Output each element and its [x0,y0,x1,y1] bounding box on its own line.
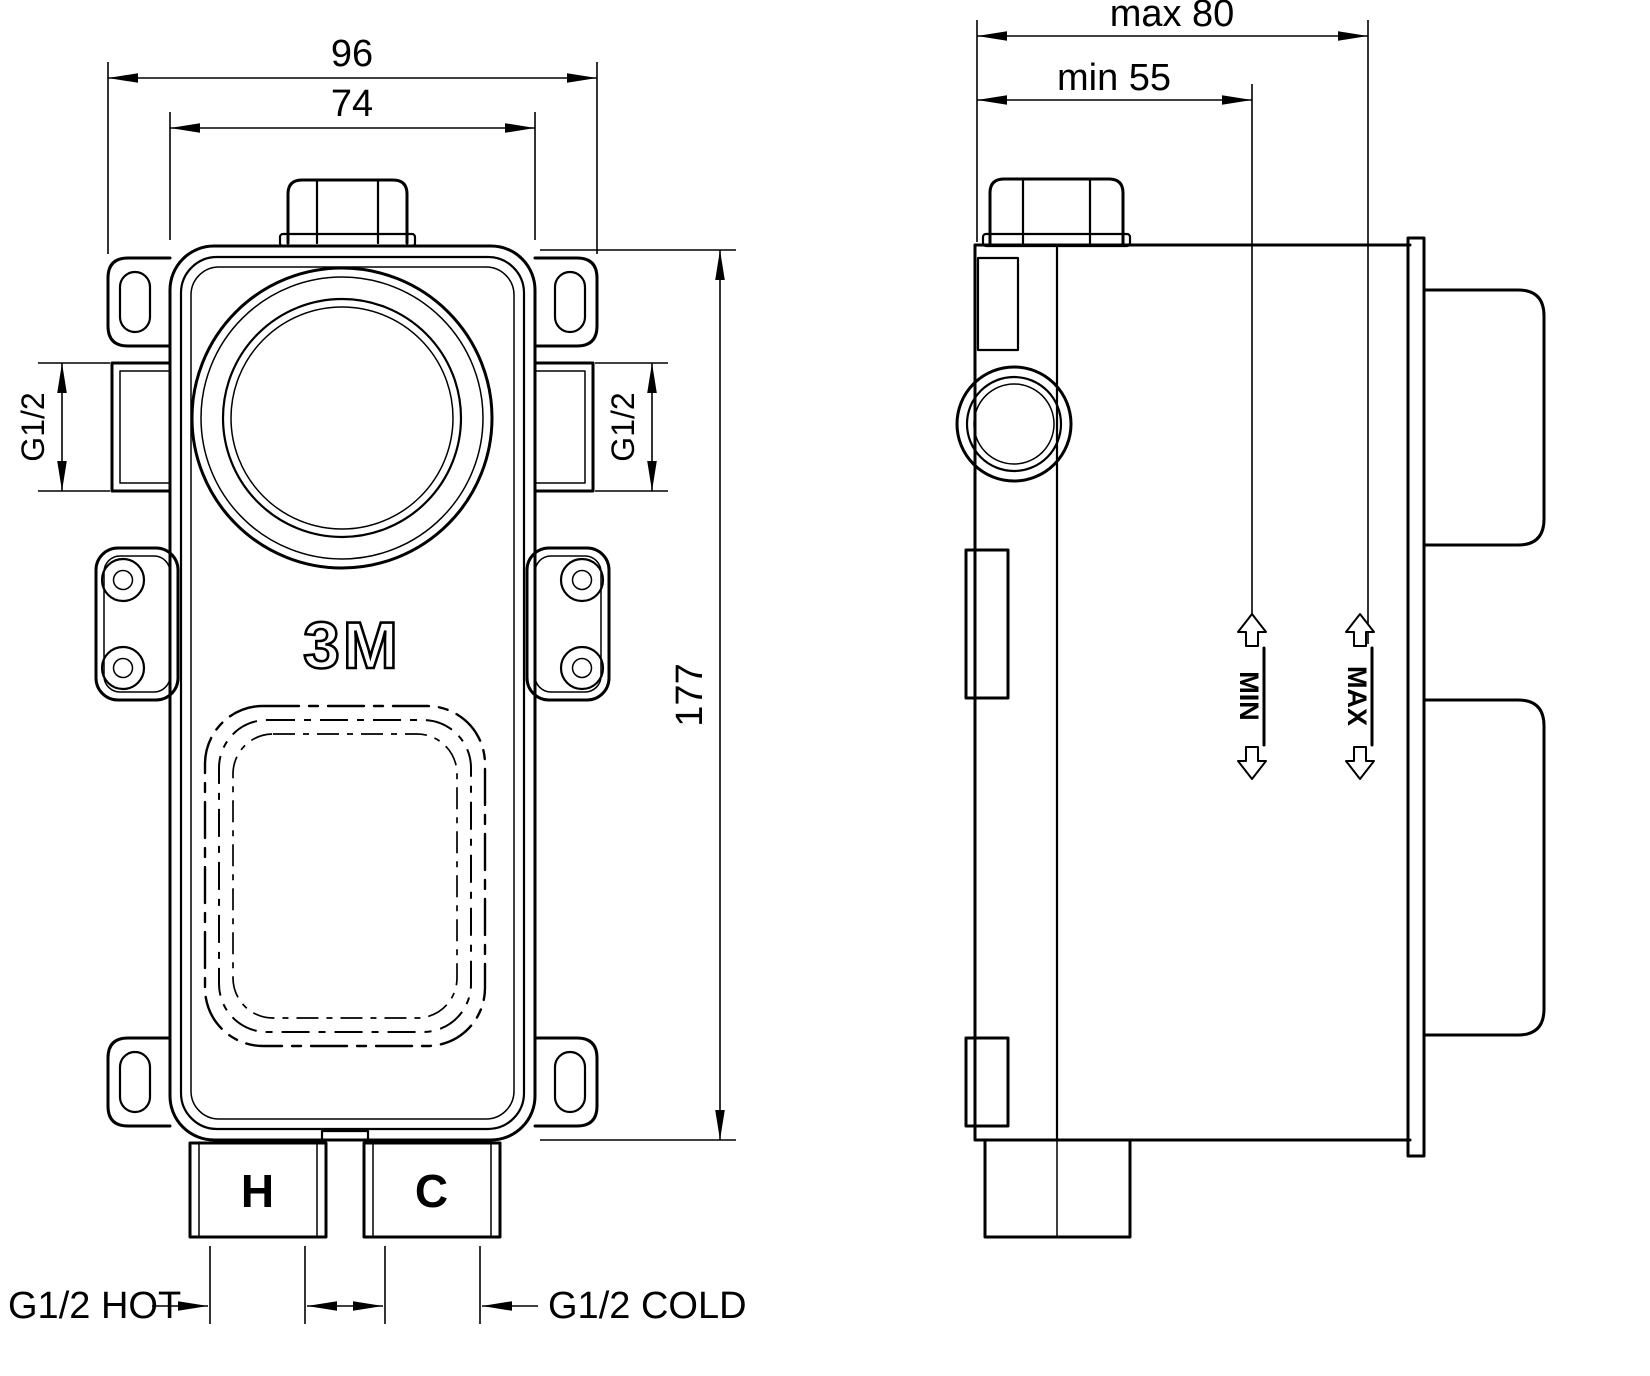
cold-port-label: C [415,1165,449,1217]
mounting-bracket-left [94,546,180,702]
dim-height-177: 177 [540,249,736,1141]
min-marker-label: MIN [1234,671,1264,721]
rear-boss-lower [1422,698,1546,1037]
dim-hot-thread: G1/2 HOT [8,1246,345,1327]
dim-width-96: 96 [107,33,598,254]
mounting-ear-bottom-left [106,1036,172,1128]
cold-thread-label: G1/2 COLD [548,1285,747,1327]
min-depth-marker: MIN [1234,613,1267,780]
dim-g12-left-label: G1/2 [15,392,51,461]
dim-g12-left: G1/2 [15,362,110,492]
brand-text: 3M [303,608,401,682]
function-block-outline [203,704,487,1048]
cold-inlet-port: C [362,1141,502,1239]
valve-body-side [955,243,1412,1142]
side-port-left [110,361,172,493]
mounting-bracket-right [525,546,611,702]
back-plate [1406,236,1426,1158]
hex-nut-side [981,177,1132,248]
side-port-right [533,361,595,493]
dim-depth-max-label: max 80 [1110,0,1235,35]
hot-inlet-port: H [188,1141,328,1239]
side-view: max 80 min 55 MIN MAX [955,0,1546,1239]
hex-nut-front [278,178,417,248]
dim-depth-min: min 55 [977,57,1253,644]
dim-g12-right: G1/2 [595,362,668,492]
mounting-ear-bottom-right [533,1036,599,1128]
dim-g12-right-label: G1/2 [605,392,641,461]
max-arrow-up-icon [1345,613,1375,647]
front-view: 3M H C 96 74 [8,33,747,1327]
mounting-ear-top-left [106,256,172,348]
max-arrow-down-icon [1345,746,1375,780]
min-arrow-up-icon [1237,613,1267,647]
max-depth-marker: MAX [1342,613,1375,780]
hot-thread-label: G1/2 HOT [8,1285,181,1327]
hot-port-label: H [241,1165,275,1217]
mounting-ear-top-right [533,256,599,348]
control-opening-circle [190,266,494,570]
max-marker-label: MAX [1342,666,1372,726]
rear-boss-upper [1422,288,1546,547]
dim-height-177-label: 177 [669,663,711,726]
dim-width-74: 74 [169,83,536,240]
dim-width-74-label: 74 [331,83,373,125]
dim-width-96-label: 96 [331,33,373,75]
dim-depth-max: max 80 [976,0,1369,644]
dim-depth-min-label: min 55 [1057,57,1171,99]
bottom-port-side [983,1138,1132,1239]
dim-cold-thread: G1/2 COLD [345,1246,747,1327]
min-arrow-down-icon [1237,746,1267,780]
